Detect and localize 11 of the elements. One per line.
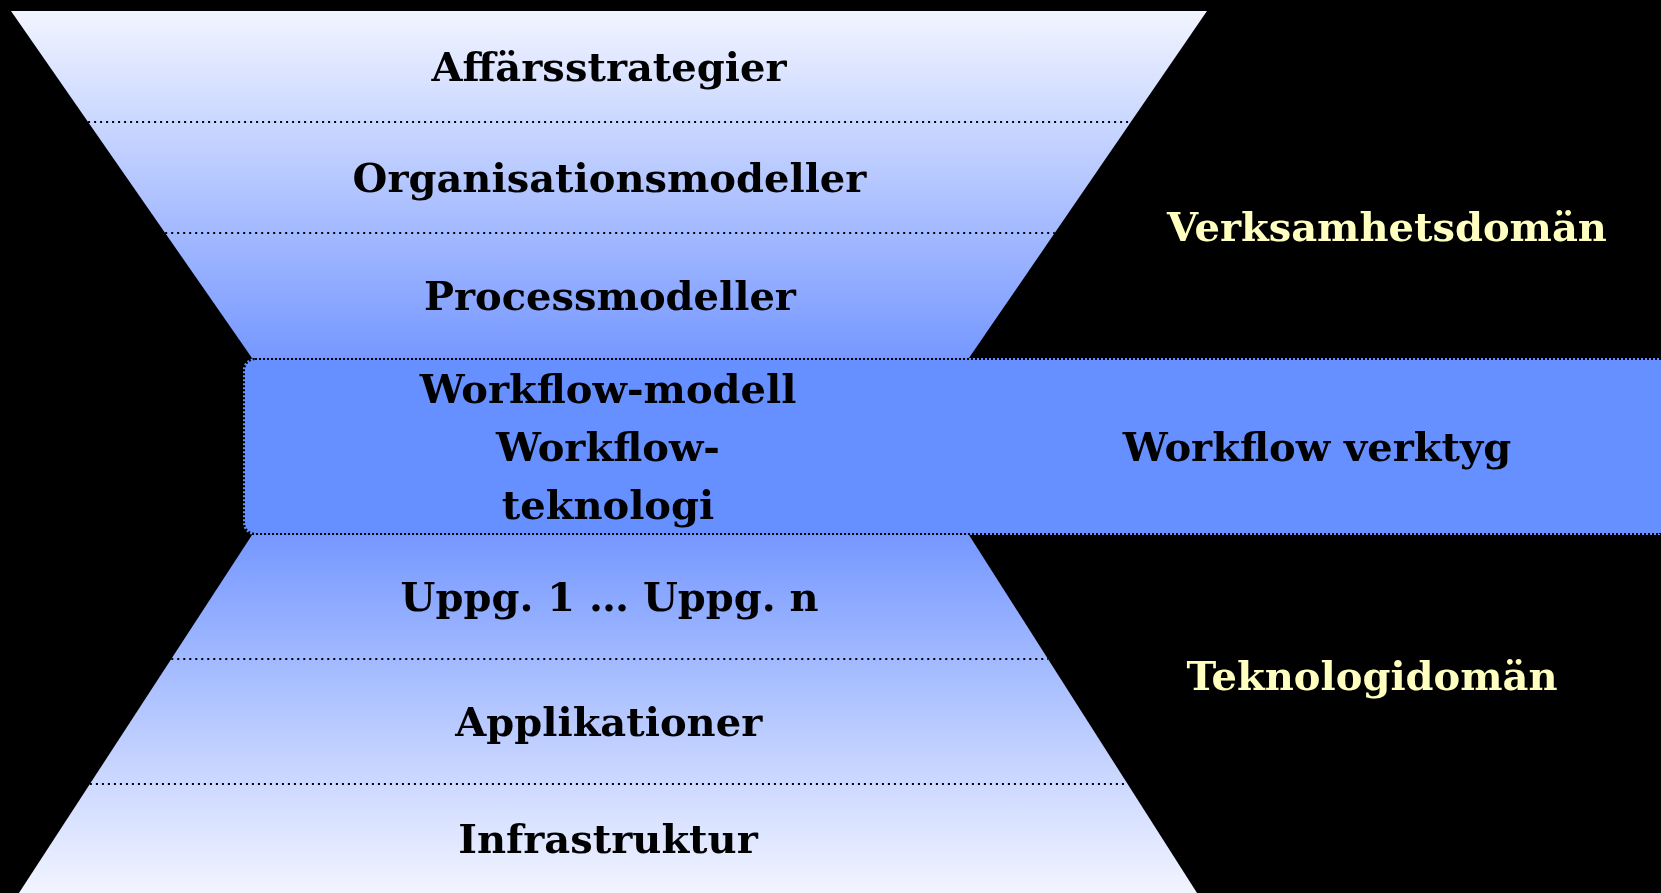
- layer-title: Uppg. 1 … Uppg. n: [400, 572, 819, 622]
- layer-title: Processmodeller: [423, 270, 796, 321]
- layer-title: Affärsstrategier: [431, 41, 787, 92]
- band-title: Workflow verktyg: [1121, 421, 1513, 472]
- layer-title: Organisationsmodeller: [352, 152, 867, 203]
- domain-label: Teknologidomän: [1186, 651, 1558, 699]
- domain-label: Verksamhetsdomän: [1167, 202, 1607, 250]
- layer-title: Workflow-modell Workflow-teknologi: [418, 363, 798, 530]
- layer-title: Applikationer: [455, 696, 763, 747]
- layer-title: Infrastruktur: [458, 813, 758, 864]
- workflow-band: [243, 358, 1661, 535]
